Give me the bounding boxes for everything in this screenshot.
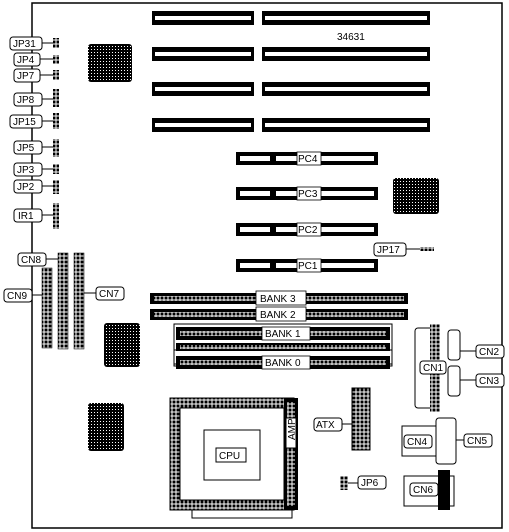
bank-0-label: BANK 0 [265, 358, 301, 369]
cn9-label: CN9 [7, 291, 27, 302]
jp6-pins [340, 476, 348, 490]
cn1-label: CN1 [423, 363, 443, 374]
jp15-label: JP15 [13, 117, 36, 128]
cn1-label-box [419, 360, 447, 375]
isa-slots-right [262, 11, 430, 132]
cn4-label: CN4 [407, 437, 427, 448]
simm-banks: BANK 3 BANK 2 [150, 290, 408, 322]
jp4-label: JP4 [17, 55, 35, 66]
cn7-label: CN7 [99, 289, 119, 300]
cn7-header [73, 252, 85, 350]
jp5-label: JP5 [17, 143, 35, 154]
jp15-pins [53, 113, 59, 129]
jumper-group: JP31 JP4 JP7 JP8 JP15 JP5 JP3 JP2 IR1 [9, 36, 59, 229]
bank-2-label: BANK 2 [260, 310, 296, 321]
isa-slots-left [152, 11, 254, 132]
jp3-label: JP3 [17, 165, 35, 176]
ir1-pins [53, 203, 59, 229]
jp31-pins [53, 38, 59, 48]
pci-slot-1-label: PC1 [298, 261, 318, 272]
ir1-label: IR1 [18, 211, 34, 222]
jp7-label: JP7 [17, 71, 35, 82]
jp6-label: JP6 [361, 478, 379, 489]
pci-slot-3-label: PC3 [298, 189, 318, 200]
cpu-socket: CPU AMP [169, 397, 298, 519]
jp5-pins [53, 139, 59, 157]
cn8-label: CN8 [21, 255, 41, 266]
cn4-label-box [403, 434, 433, 449]
atx-power-connector [351, 387, 371, 451]
chip-chipset [393, 178, 439, 214]
cn2-label: CN2 [479, 347, 499, 358]
dimm-banks: BANK 1 BANK 0 [173, 323, 393, 370]
jp31-label: JP31 [13, 39, 36, 50]
board-number: 34631 [337, 32, 365, 43]
jp7-pins [53, 70, 59, 80]
jp3-pins [53, 164, 59, 174]
cpu-label: CPU [219, 451, 240, 462]
bank-3-label: BANK 3 [260, 294, 296, 305]
pci-slot-2-label: PC2 [298, 225, 318, 236]
jp4-pins [53, 55, 59, 64]
chip-io [104, 323, 140, 367]
cn6-label-box [409, 482, 439, 497]
jp17-pins [420, 247, 434, 251]
chip-cache [88, 403, 124, 451]
cn3-label: CN3 [479, 376, 499, 387]
bank-1-label: BANK 1 [265, 329, 301, 340]
cn9-header [41, 267, 53, 349]
pci-slot-4-label: PC4 [298, 154, 318, 165]
cn5-label: CN5 [467, 436, 487, 447]
jp17-label: JP17 [377, 245, 400, 256]
cn6-label: CN6 [413, 485, 433, 496]
chip-bios [88, 44, 132, 82]
cn8-header [57, 252, 69, 350]
jp2-label: JP2 [17, 182, 35, 193]
atx-label: ATX [316, 420, 335, 431]
cpu-label-box [215, 447, 247, 463]
jp8-pins [53, 89, 59, 107]
amp-label: AMP [287, 418, 298, 440]
jp2-pins [53, 180, 59, 194]
pci-slots: PC4 PC3 PC2 PC1 [236, 151, 378, 273]
jp6-label-box [357, 475, 387, 490]
jp8-label: JP8 [17, 95, 35, 106]
